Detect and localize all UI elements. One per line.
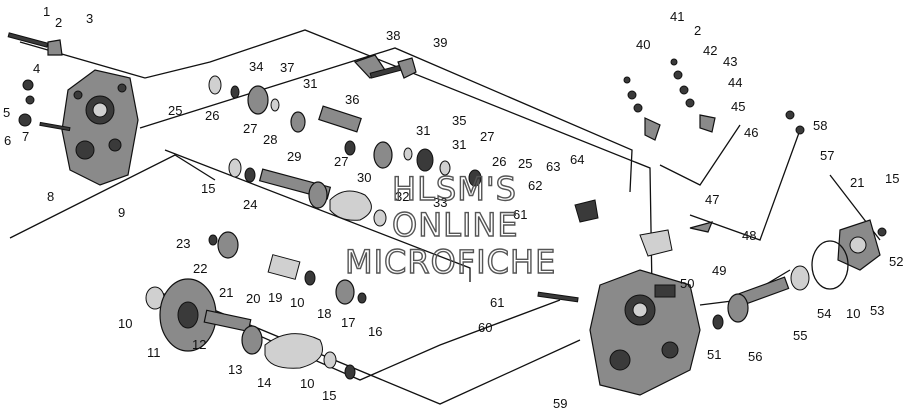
callout-2-b: 2 xyxy=(694,23,701,38)
watermark-line-1: HLSM'S xyxy=(392,170,517,208)
callout-10-a: 10 xyxy=(118,316,132,331)
callout-24: 24 xyxy=(243,197,257,212)
callout-26-a: 26 xyxy=(205,108,219,123)
callout-1: 1 xyxy=(43,4,50,19)
callout-53: 53 xyxy=(870,303,884,318)
callout-15-c: 15 xyxy=(201,181,215,196)
watermark: HLSM'S ONLINE MICROFICHE xyxy=(344,169,556,281)
callout-62: 62 xyxy=(528,178,542,193)
callout-20: 20 xyxy=(246,291,260,306)
callout-19: 19 xyxy=(268,290,282,305)
callout-28: 28 xyxy=(263,132,277,147)
callout-4: 4 xyxy=(33,61,40,76)
callout-23: 23 xyxy=(176,236,190,251)
callout-43: 43 xyxy=(723,54,737,69)
callout-21-a: 21 xyxy=(219,285,233,300)
callout-61-b: 61 xyxy=(513,207,527,222)
callout-33: 33 xyxy=(433,195,447,210)
callout-8: 8 xyxy=(47,189,54,204)
callout-59: 59 xyxy=(553,396,567,411)
callout-27-b: 27 xyxy=(334,154,348,169)
callout-11: 11 xyxy=(147,345,161,360)
callout-9: 9 xyxy=(118,205,125,220)
callout-55: 55 xyxy=(793,328,807,343)
right-case-housing xyxy=(589,269,701,396)
callout-30: 30 xyxy=(357,170,371,185)
callout-21-b: 21 xyxy=(850,175,864,190)
left-case-housing xyxy=(61,69,139,186)
callout-15-b: 15 xyxy=(885,171,899,186)
callout-35: 35 xyxy=(452,113,466,128)
watermark-line-3: MICROFICHE xyxy=(345,243,556,281)
callout-7: 7 xyxy=(22,129,29,144)
callout-16: 16 xyxy=(368,324,382,339)
callout-10-c: 10 xyxy=(290,295,304,310)
callout-25-a: 25 xyxy=(168,103,182,118)
callout-45: 45 xyxy=(731,99,745,114)
callout-54: 54 xyxy=(817,306,831,321)
callout-52: 52 xyxy=(889,254,903,269)
callout-39: 39 xyxy=(433,35,447,50)
callout-61-a: 61 xyxy=(490,295,504,310)
callout-29: 29 xyxy=(287,149,301,164)
callout-5: 5 xyxy=(3,105,10,120)
callout-48: 48 xyxy=(742,228,756,243)
callout-27-c: 27 xyxy=(480,129,494,144)
callout-13: 13 xyxy=(228,362,242,377)
callout-47: 47 xyxy=(705,192,719,207)
callout-57: 57 xyxy=(820,148,834,163)
callout-31-b: 31 xyxy=(416,123,430,138)
callout-36: 36 xyxy=(345,92,359,107)
callout-49: 49 xyxy=(712,263,726,278)
callout-18: 18 xyxy=(317,306,331,321)
callout-44: 44 xyxy=(728,75,742,90)
callout-58: 58 xyxy=(813,118,827,133)
callout-10-b: 10 xyxy=(846,306,860,321)
middle-shaft-assembly xyxy=(228,158,387,227)
callout-42: 42 xyxy=(703,43,717,58)
callout-25-b: 25 xyxy=(518,156,532,171)
callout-14: 14 xyxy=(257,375,271,390)
callout-10-d: 10 xyxy=(300,376,314,391)
shift-fork-assembly xyxy=(353,54,417,79)
callout-6: 6 xyxy=(4,133,11,148)
callout-41: 41 xyxy=(670,9,684,24)
callout-31-c: 31 xyxy=(452,137,466,152)
callout-27-a: 27 xyxy=(243,121,257,136)
callout-26-b: 26 xyxy=(492,154,506,169)
callout-37: 37 xyxy=(280,60,294,75)
callout-60: 60 xyxy=(478,320,492,335)
callout-32: 32 xyxy=(395,189,409,204)
upper-shaft-assembly xyxy=(208,75,482,187)
callout-34: 34 xyxy=(249,59,263,74)
callout-40: 40 xyxy=(636,37,650,52)
callout-56: 56 xyxy=(748,349,762,364)
lower-gear-assembly xyxy=(145,231,367,380)
callout-46: 46 xyxy=(744,125,758,140)
callout-31-a: 31 xyxy=(303,76,317,91)
callout-51: 51 xyxy=(707,347,721,362)
callout-17: 17 xyxy=(341,315,355,330)
callout-12: 12 xyxy=(192,337,206,352)
callout-15-a: 15 xyxy=(322,388,336,403)
watermark-line-2: ONLINE xyxy=(392,206,519,244)
callout-38: 38 xyxy=(386,28,400,43)
callout-63: 63 xyxy=(546,159,560,174)
callout-3: 3 xyxy=(86,11,93,26)
callout-64: 64 xyxy=(570,152,584,167)
callout-2: 2 xyxy=(55,15,62,30)
right-small-parts xyxy=(7,32,887,330)
callout-labels: 1 2 3 4 5 6 7 8 9 10 11 12 13 14 15 16 1… xyxy=(3,4,903,411)
callout-22: 22 xyxy=(193,261,207,276)
callout-50: 50 xyxy=(680,276,694,291)
